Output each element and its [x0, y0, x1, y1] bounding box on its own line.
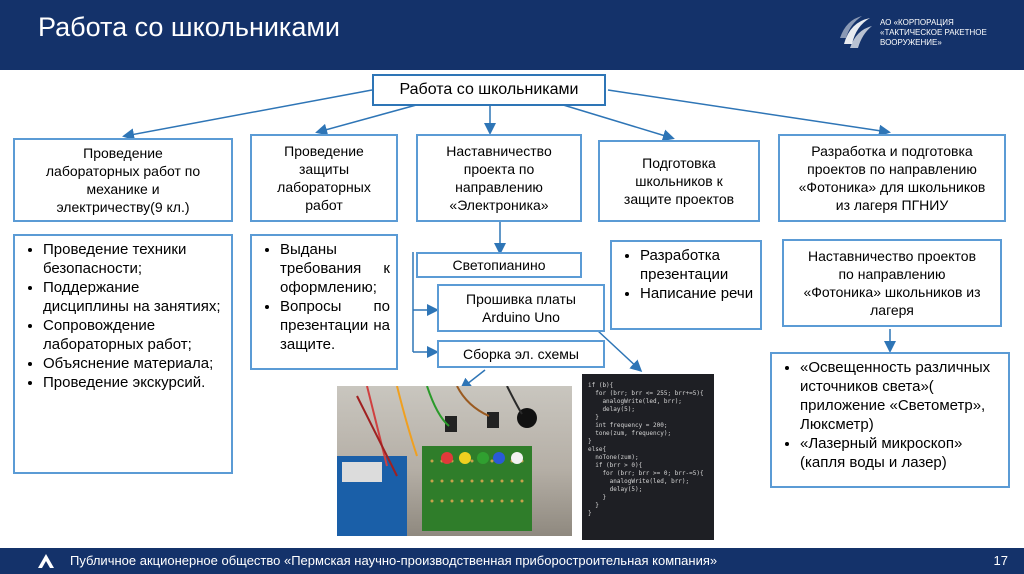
circuit-illustration-icon — [337, 386, 537, 536]
footer-company-name: Публичное акционерное общество «Пермская… — [70, 553, 718, 568]
logo-line-3: ВООРУЖЕНИЕ» — [880, 38, 942, 47]
list-item: Разработка презентации — [640, 246, 754, 284]
lab-defense-list: Выданы требования к оформлению; Вопросы … — [250, 234, 398, 370]
category-project-defense: Подготовка школьников к защите проектов — [598, 140, 760, 222]
list-item: Вопросы по презентации на защите. — [280, 297, 390, 354]
list-item: «Освещенность различных источников света… — [800, 358, 1002, 434]
electronics-light-piano: Светопианино — [416, 252, 582, 278]
list-item: Выданы требования к оформлению; — [280, 240, 390, 297]
category-lab-defense: Проведение защиты лабораторных работ — [250, 134, 398, 222]
arrow-root-to-col4 — [559, 103, 675, 142]
category-lab-works: Проведение лабораторных работ по механик… — [13, 138, 233, 222]
page-number: 17 — [993, 553, 1008, 568]
list-item: Поддержание дисциплины на занятиях; — [43, 278, 225, 316]
corporation-logo-icon — [840, 16, 872, 48]
header-bar: Работа со школьниками АО «КОРПОРАЦИЯ «ТА… — [0, 0, 1024, 70]
arrow-firmware-to-code — [596, 329, 643, 373]
category-electronics: Наставничество проекта по направлению «Э… — [416, 134, 582, 222]
slide-title: Работа со школьниками — [38, 12, 340, 42]
category-photonics: Разработка и подготовка проектов по напр… — [778, 134, 1006, 222]
code-snippet: if (b){ for (brr; brr <= 255; brr+=5){ a… — [582, 374, 714, 540]
arrow-root-to-col5 — [607, 89, 891, 137]
arrow-root-to-col2 — [315, 103, 421, 136]
corporation-logo-text: АО «КОРПОРАЦИЯ «ТАКТИЧЕСКОЕ РАКЕТНОЕ ВОО… — [880, 18, 987, 48]
list-item: Написание речи — [640, 284, 754, 303]
circuit-photo — [337, 386, 572, 536]
arrow-root-to-col1 — [122, 89, 373, 141]
list-item: «Лазерный микроскоп» (капля воды и лазер… — [800, 434, 1002, 472]
footer-bar: Публичное акционерное общество «Пермская… — [0, 548, 1024, 574]
logo-line-2: «ТАКТИЧЕСКОЕ РАКЕТНОЕ — [880, 28, 987, 37]
electronics-firmware: Прошивка платы Arduino Uno — [437, 284, 605, 332]
arrow-assembly-to-photo — [459, 369, 486, 390]
logo-line-1: АО «КОРПОРАЦИЯ — [880, 18, 954, 27]
project-defense-list: Разработка презентации Написание речи — [610, 240, 762, 330]
company-logo-icon — [38, 554, 54, 568]
list-item: Проведение техники безопасности; — [43, 240, 225, 278]
lab-works-list: Проведение техники безопасности; Поддерж… — [13, 234, 233, 474]
list-item: Проведение экскурсий. — [43, 373, 225, 392]
list-item: Сопровождение лабораторных работ; — [43, 316, 225, 354]
photonics-list: «Освещенность различных источников света… — [770, 352, 1010, 488]
root-box: Работа со школьниками — [372, 74, 606, 106]
list-item: Объяснение материала; — [43, 354, 225, 373]
electronics-assembly: Сборка эл. схемы — [437, 340, 605, 368]
photonics-mentoring: Наставничество проектов по направлению «… — [782, 239, 1002, 327]
